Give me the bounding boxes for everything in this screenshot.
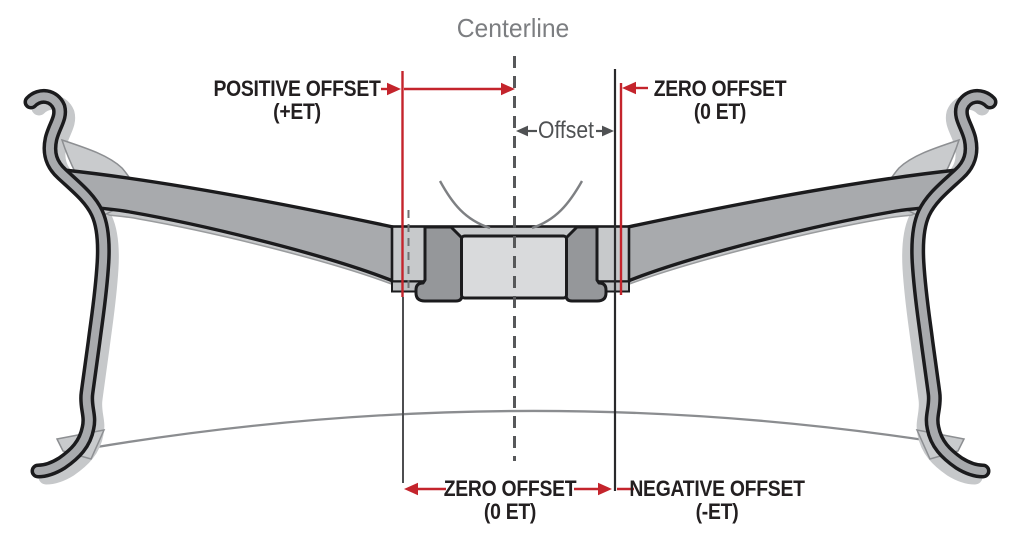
zero-offset-bottom-label: ZERO OFFSET (0 ET) (444, 477, 577, 523)
positive-offset-label: POSITIVE OFFSET (+ET) (213, 77, 380, 123)
zero-offset-bottom-line2: (0 ET) (483, 499, 537, 524)
rim-flange-core (27, 92, 108, 475)
zero-offset-top-line1: ZERO OFFSET (653, 76, 787, 101)
wheel-right-half (618, 88, 998, 485)
negative-offset-line2: (-ET) (695, 499, 739, 524)
negative-offset-line1: NEGATIVE OFFSET (629, 476, 805, 501)
centerline-label: Centerline (456, 13, 570, 43)
wheel-left-half (23, 88, 403, 485)
disc-face-curve-left (438, 180, 491, 230)
offset-label: Offset (538, 117, 594, 144)
positive-offset-arrow (381, 82, 515, 96)
positive-offset-line2: (+ET) (273, 99, 321, 124)
rim-back-arc (96, 409, 932, 449)
disc-face-curve-right (531, 180, 584, 230)
rim-flange-core (913, 92, 994, 475)
offset-dimension-arrows (516, 125, 614, 137)
negative-offset-label: NEGATIVE OFFSET (-ET) (629, 476, 805, 524)
zero-offset-top-line2: (0 ET) (693, 99, 747, 124)
zero-offset-bottom-arrows (404, 482, 634, 496)
zero-offset-top-arrow (622, 81, 648, 95)
positive-offset-line1: POSITIVE OFFSET (213, 76, 381, 101)
hub-assembly (390, 180, 631, 303)
zero-offset-bottom-line1: ZERO OFFSET (443, 476, 577, 501)
zero-offset-top-label: ZERO OFFSET (0 ET) (654, 77, 787, 123)
